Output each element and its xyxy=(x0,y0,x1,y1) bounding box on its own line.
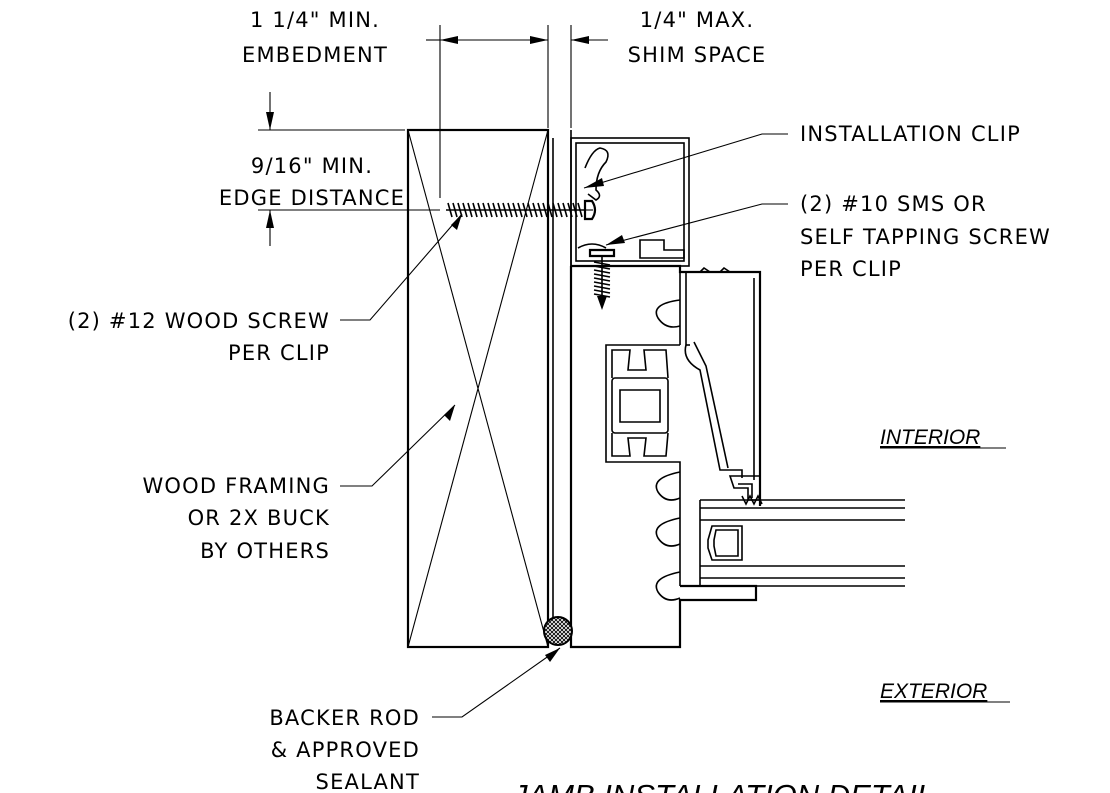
annotations: 1 1/4" MIN. EMBEDMENT 1/4" MAX. SHIM SPA… xyxy=(68,8,1051,793)
interior-label: INTERIOR xyxy=(880,426,980,449)
wood-screw-label-line2: PER CLIP xyxy=(228,341,330,365)
shim-space xyxy=(552,130,572,647)
wood-screw-label-line1: (2) #12 WOOD SCREW xyxy=(68,309,330,333)
wood-framing-label-line3: BY OTHERS xyxy=(200,539,330,563)
exterior-label: EXTERIOR xyxy=(880,680,987,703)
sms-screw-label-line3: PER CLIP xyxy=(800,257,902,281)
wood-screw xyxy=(446,199,597,221)
backer-rod xyxy=(543,616,573,646)
leader-lines xyxy=(340,133,788,718)
frame-extrusion xyxy=(569,264,762,649)
wood-framing-label-line2: OR 2X BUCK xyxy=(188,506,330,530)
shim-label-line2: SHIM SPACE xyxy=(628,43,767,67)
backer-rod-label-line1: BACKER ROD xyxy=(269,706,420,730)
shim-label-line1: 1/4" MAX. xyxy=(640,8,754,32)
installation-clip-label: INSTALLATION CLIP xyxy=(800,122,1021,146)
drawing-title: JAMB INSTALLATION DETAIL xyxy=(511,778,934,793)
edge-distance-label-line1: 9/16" MIN. xyxy=(251,154,373,178)
embedment-dimension xyxy=(426,25,608,198)
embedment-label-line2: EMBEDMENT xyxy=(242,43,388,67)
wood-framing-label-line1: WOOD FRAMING xyxy=(142,474,330,498)
glazing-unit xyxy=(699,494,905,587)
sms-screw-label-line1: (2) #10 SMS OR xyxy=(800,192,987,216)
backer-rod-label-line2: & APPROVED xyxy=(271,738,420,762)
sms-screw-label-line2: SELF TAPPING SCREW xyxy=(800,225,1051,249)
embedment-label-line1: 1 1/4" MIN. xyxy=(250,8,380,32)
edge-distance-dimension xyxy=(258,92,440,246)
sms-screw xyxy=(588,248,616,310)
edge-distance-label-line2: EDGE DISTANCE xyxy=(219,186,405,210)
wood-framing-block xyxy=(406,128,550,649)
backer-rod-label-line3: SEALANT xyxy=(316,770,420,793)
